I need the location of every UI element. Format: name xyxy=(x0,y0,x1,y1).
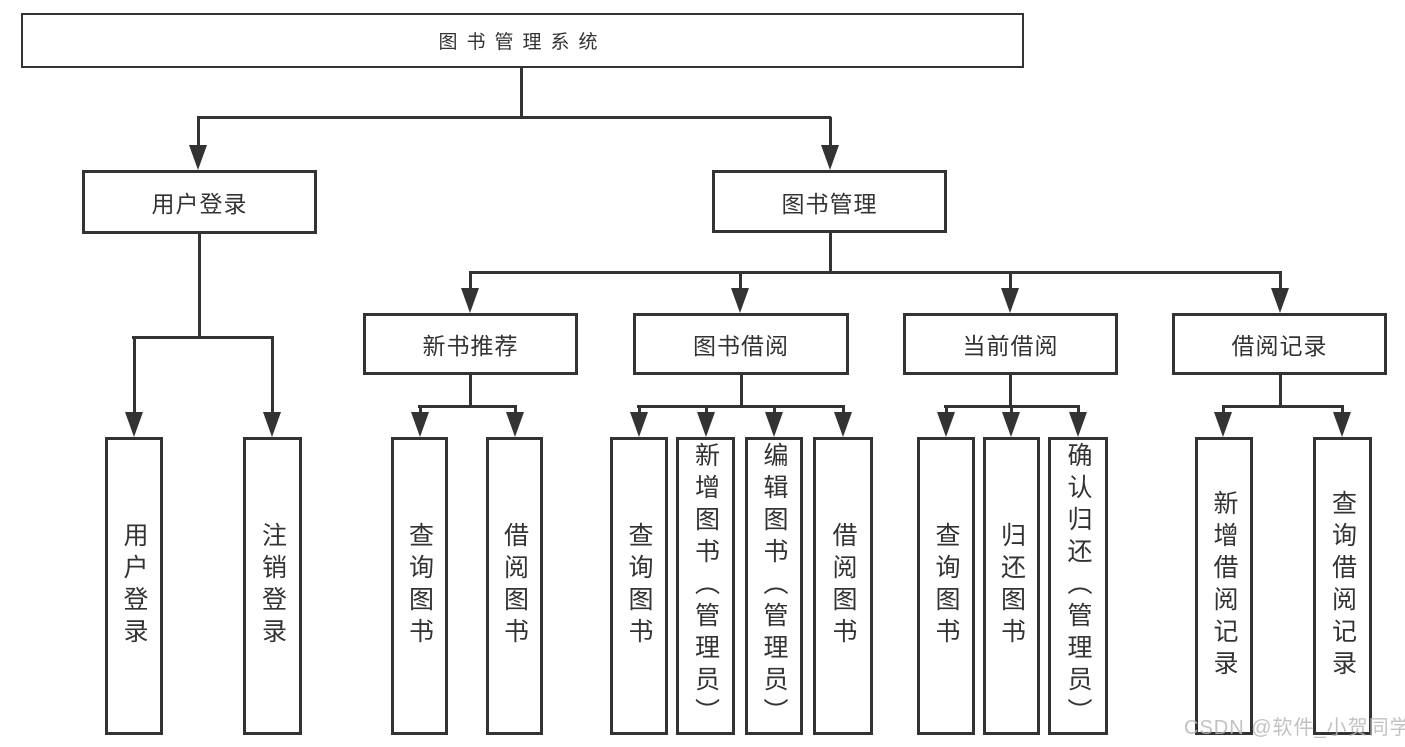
connector-line xyxy=(1222,406,1225,414)
leaf-edit-books-admin: 编辑图书（管理员） xyxy=(745,437,803,735)
arrow-down-icon xyxy=(125,412,143,437)
arrow-down-icon xyxy=(1001,288,1019,313)
connector-line xyxy=(514,406,517,414)
leaf-query-books-borrowing: 查询图书 xyxy=(610,437,668,735)
connector-line xyxy=(739,272,742,290)
arrow-down-icon xyxy=(189,145,207,170)
connector-line xyxy=(829,117,832,147)
connector-line xyxy=(1279,375,1282,406)
arrow-down-icon xyxy=(1214,412,1232,437)
arrow-down-icon xyxy=(821,145,839,170)
leaf-logout: 注销登录 xyxy=(243,437,302,735)
node-book-management: 图书管理 xyxy=(712,170,947,233)
node-borrowing-records: 借阅记录 xyxy=(1172,313,1387,375)
node-current-borrowing: 当前借阅 xyxy=(903,313,1118,375)
connector-line xyxy=(705,406,708,414)
arrow-down-icon xyxy=(1271,288,1289,313)
connector-line xyxy=(740,375,743,406)
connector-line xyxy=(198,234,201,337)
leaf-borrow-books: 借阅图书 xyxy=(813,437,873,735)
connector-line xyxy=(1279,272,1282,290)
arrow-down-icon xyxy=(263,412,281,437)
arrow-down-icon xyxy=(697,412,715,437)
leaf-query-borrow-record: 查询借阅记录 xyxy=(1313,437,1372,735)
connector-line xyxy=(842,406,845,414)
leaf-add-borrow-record: 新增借阅记录 xyxy=(1195,437,1253,735)
arrow-down-icon xyxy=(937,412,955,437)
connector-line xyxy=(271,337,274,414)
connector-line xyxy=(945,406,948,414)
node-book-borrowing: 图书借阅 xyxy=(633,313,849,375)
node-user-login: 用户登录 xyxy=(82,170,317,234)
connector-line xyxy=(1009,272,1012,290)
connector-line xyxy=(469,271,1282,274)
connector-line xyxy=(133,337,136,414)
leaf-return-books: 归还图书 xyxy=(983,437,1040,735)
connector-line xyxy=(773,406,776,414)
connector-line xyxy=(637,405,845,408)
node-library-management-system: 图书管理系统 xyxy=(21,13,1024,68)
arrow-down-icon xyxy=(834,412,852,437)
connector-line xyxy=(1222,405,1344,408)
arrow-down-icon xyxy=(1069,412,1087,437)
node-new-book-recommendation: 新书推荐 xyxy=(363,313,578,375)
arrow-down-icon xyxy=(765,412,783,437)
connector-line xyxy=(1077,406,1080,414)
arrow-down-icon xyxy=(731,288,749,313)
connector-line xyxy=(638,406,641,414)
connector-line xyxy=(197,117,200,147)
connector-line xyxy=(1341,406,1344,414)
leaf-borrow-books-recommend: 借阅图书 xyxy=(486,437,543,735)
leaf-confirm-return-admin: 确认归还（管理员） xyxy=(1048,437,1108,735)
arrow-down-icon xyxy=(630,412,648,437)
leaf-query-books-current: 查询图书 xyxy=(917,437,975,735)
connector-line xyxy=(829,233,832,272)
connector-line xyxy=(132,336,274,339)
connector-line xyxy=(197,116,831,119)
connector-line xyxy=(469,375,472,406)
connector-line xyxy=(418,405,517,408)
connector-line xyxy=(1010,406,1013,414)
connector-line xyxy=(520,68,523,117)
connector-line xyxy=(469,272,472,290)
connector-line xyxy=(1009,375,1012,406)
csdn-watermark: CSDN @软件_小贺同学 xyxy=(1184,717,1405,739)
arrow-down-icon xyxy=(1002,412,1020,437)
leaf-query-books-recommend: 查询图书 xyxy=(391,437,448,735)
arrow-down-icon xyxy=(506,412,524,437)
arrow-down-icon xyxy=(461,288,479,313)
leaf-add-books-admin: 新增图书（管理员） xyxy=(676,437,735,735)
arrow-down-icon xyxy=(411,412,429,437)
arrow-down-icon xyxy=(1333,412,1351,437)
leaf-user-login: 用户登录 xyxy=(105,437,163,735)
connector-line xyxy=(419,406,422,414)
